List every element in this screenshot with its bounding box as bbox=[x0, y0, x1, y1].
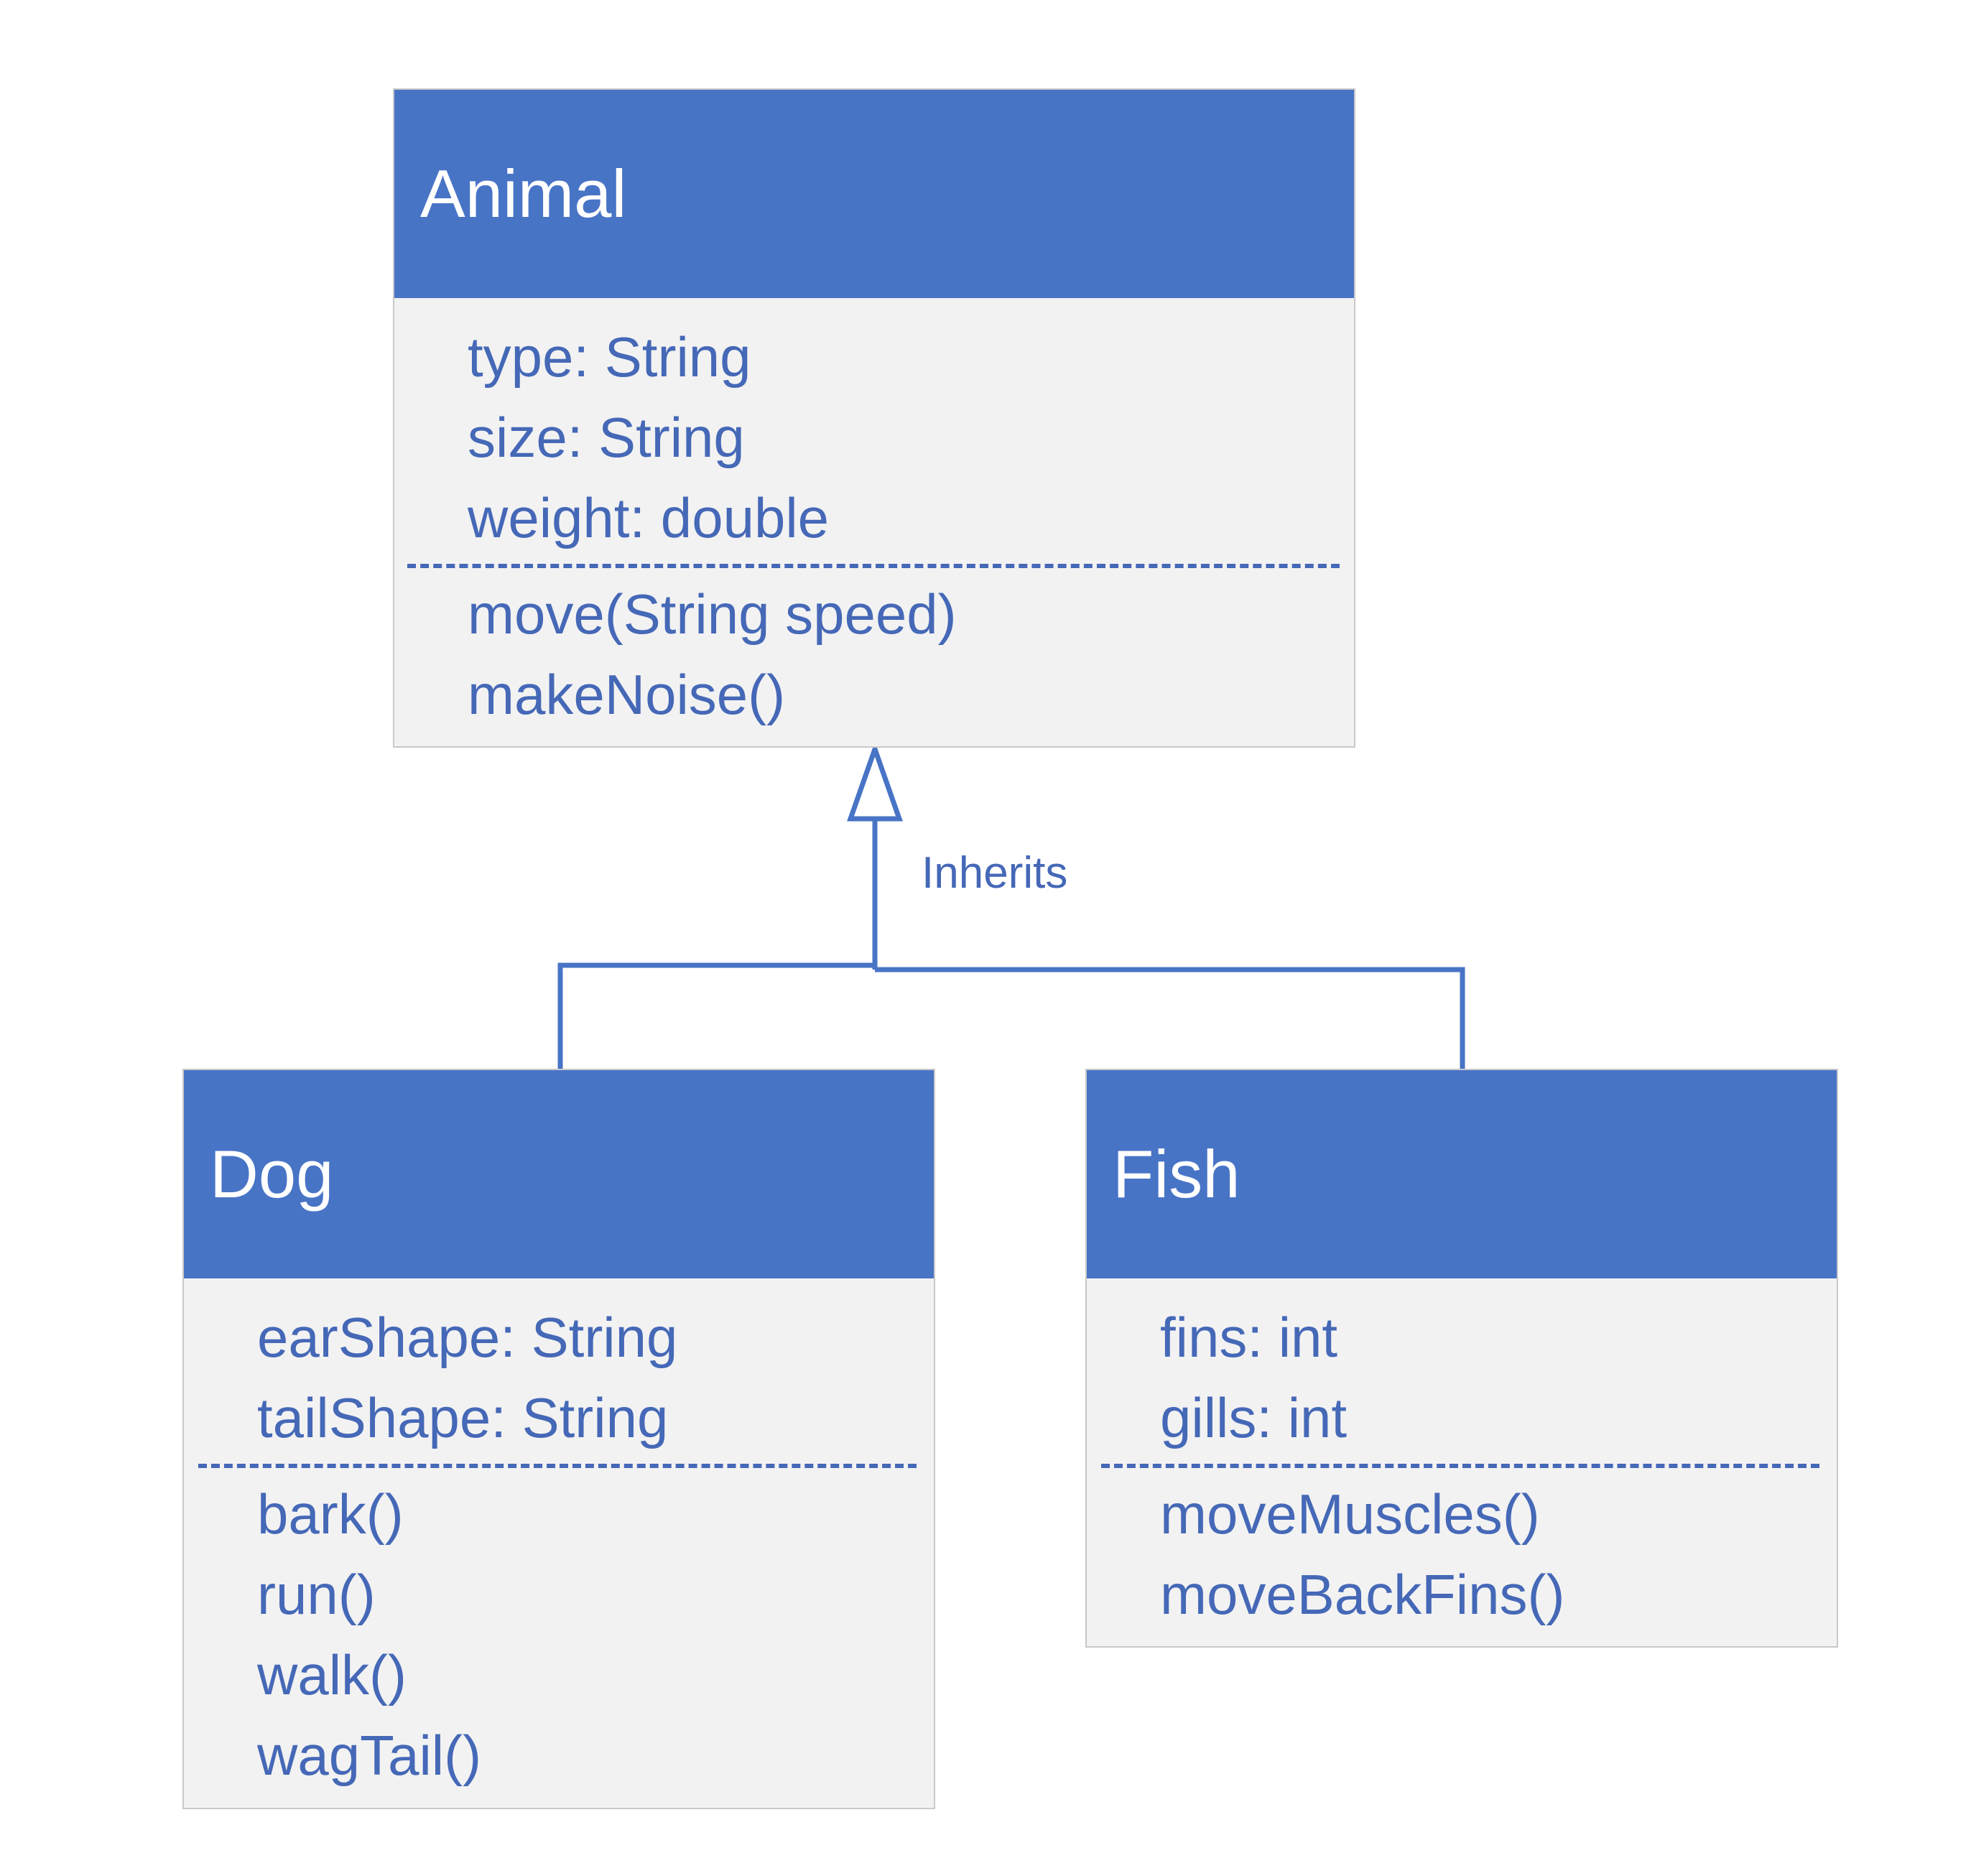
fish-branch-line bbox=[875, 967, 1465, 1069]
method: move(String speed) bbox=[468, 582, 957, 646]
attribute-method-divider bbox=[198, 1464, 917, 1468]
dog-branch-line bbox=[557, 962, 875, 1069]
attribute: size: String bbox=[468, 406, 745, 469]
class-dog-header: Dog bbox=[184, 1070, 934, 1278]
inherits-label: Inherits bbox=[922, 848, 1068, 898]
attribute-method-divider bbox=[1101, 1464, 1819, 1468]
attribute: earShape: String bbox=[257, 1306, 678, 1369]
class-animal-header: Animal bbox=[394, 90, 1354, 298]
class-animal-methods: move(String speed) makeNoise() bbox=[394, 574, 1354, 735]
method: wagTail() bbox=[257, 1724, 482, 1787]
attribute: fins: int bbox=[1160, 1306, 1338, 1369]
attribute-method-divider bbox=[407, 564, 1340, 568]
class-animal: Animal type: String size: String weight:… bbox=[393, 88, 1355, 748]
method: moveBackFins() bbox=[1160, 1563, 1565, 1626]
class-fish-members: fins: int gills: int bbox=[1087, 1278, 1837, 1458]
method: walk() bbox=[257, 1643, 407, 1706]
method: bark() bbox=[257, 1482, 404, 1546]
class-dog-members: earShape: String tailShape: String bbox=[184, 1278, 934, 1458]
attribute: type: String bbox=[468, 325, 751, 389]
attribute: gills: int bbox=[1160, 1386, 1348, 1449]
class-fish-header: Fish bbox=[1087, 1070, 1837, 1278]
class-fish-methods: moveMuscles() moveBackFins() bbox=[1087, 1474, 1837, 1635]
inheritance-arrowhead bbox=[847, 741, 903, 822]
class-dog: Dog earShape: String tailShape: String b… bbox=[182, 1069, 935, 1809]
method: run() bbox=[257, 1563, 376, 1626]
method: makeNoise() bbox=[468, 663, 786, 726]
class-fish: Fish fins: int gills: int moveMuscles() … bbox=[1085, 1069, 1838, 1648]
class-animal-members: type: String size: String weight: double bbox=[394, 298, 1354, 558]
attribute: tailShape: String bbox=[257, 1386, 669, 1449]
method: moveMuscles() bbox=[1160, 1482, 1540, 1546]
class-dog-methods: bark() run() walk() wagTail() bbox=[184, 1474, 934, 1796]
attribute: weight: double bbox=[468, 486, 830, 549]
